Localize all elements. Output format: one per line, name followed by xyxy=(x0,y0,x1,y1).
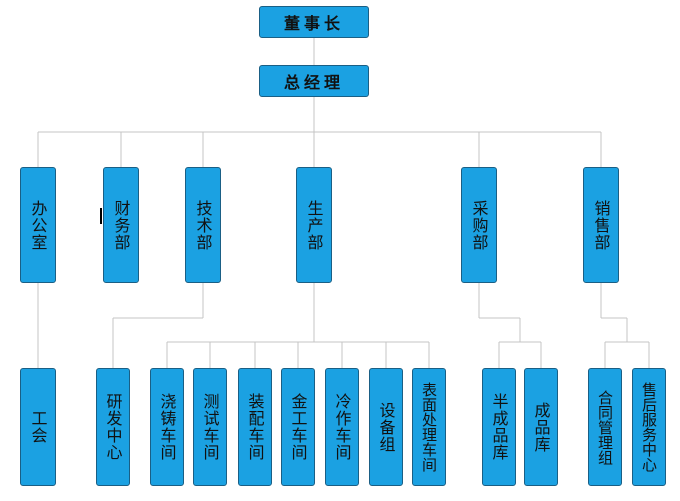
node-metalwork-workshop: 金工车间 xyxy=(281,368,315,486)
node-tech: 技术部 xyxy=(185,167,221,283)
node-office: 办公室 xyxy=(20,167,56,283)
node-general-manager: 总经理 xyxy=(259,65,369,97)
node-after-sales-service-center: 售后服务中心 xyxy=(632,368,666,486)
node-sales: 销售部 xyxy=(583,167,619,283)
node-rd-center: 研发中心 xyxy=(96,368,130,486)
node-casting-workshop: 浇铸车间 xyxy=(150,368,184,486)
node-contract-management-group: 合同管理组 xyxy=(588,368,622,486)
node-surface-treatment-workshop: 表面处理车间 xyxy=(412,368,446,486)
node-semi-finished-warehouse: 半成品库 xyxy=(482,368,516,486)
node-finished-warehouse: 成品库 xyxy=(524,368,558,486)
node-cold-work-workshop: 冷作车间 xyxy=(325,368,359,486)
node-assembly-workshop: 装配车间 xyxy=(238,368,272,486)
node-testing-workshop: 测试车间 xyxy=(193,368,227,486)
node-union: 工会 xyxy=(20,368,56,486)
node-purchasing: 采购部 xyxy=(461,167,497,283)
node-production: 生产部 xyxy=(296,167,332,283)
node-chairman: 董事长 xyxy=(259,6,369,38)
node-finance: 财务部 xyxy=(103,167,139,283)
node-equipment-group: 设备组 xyxy=(369,368,403,486)
text-cursor xyxy=(100,208,102,224)
